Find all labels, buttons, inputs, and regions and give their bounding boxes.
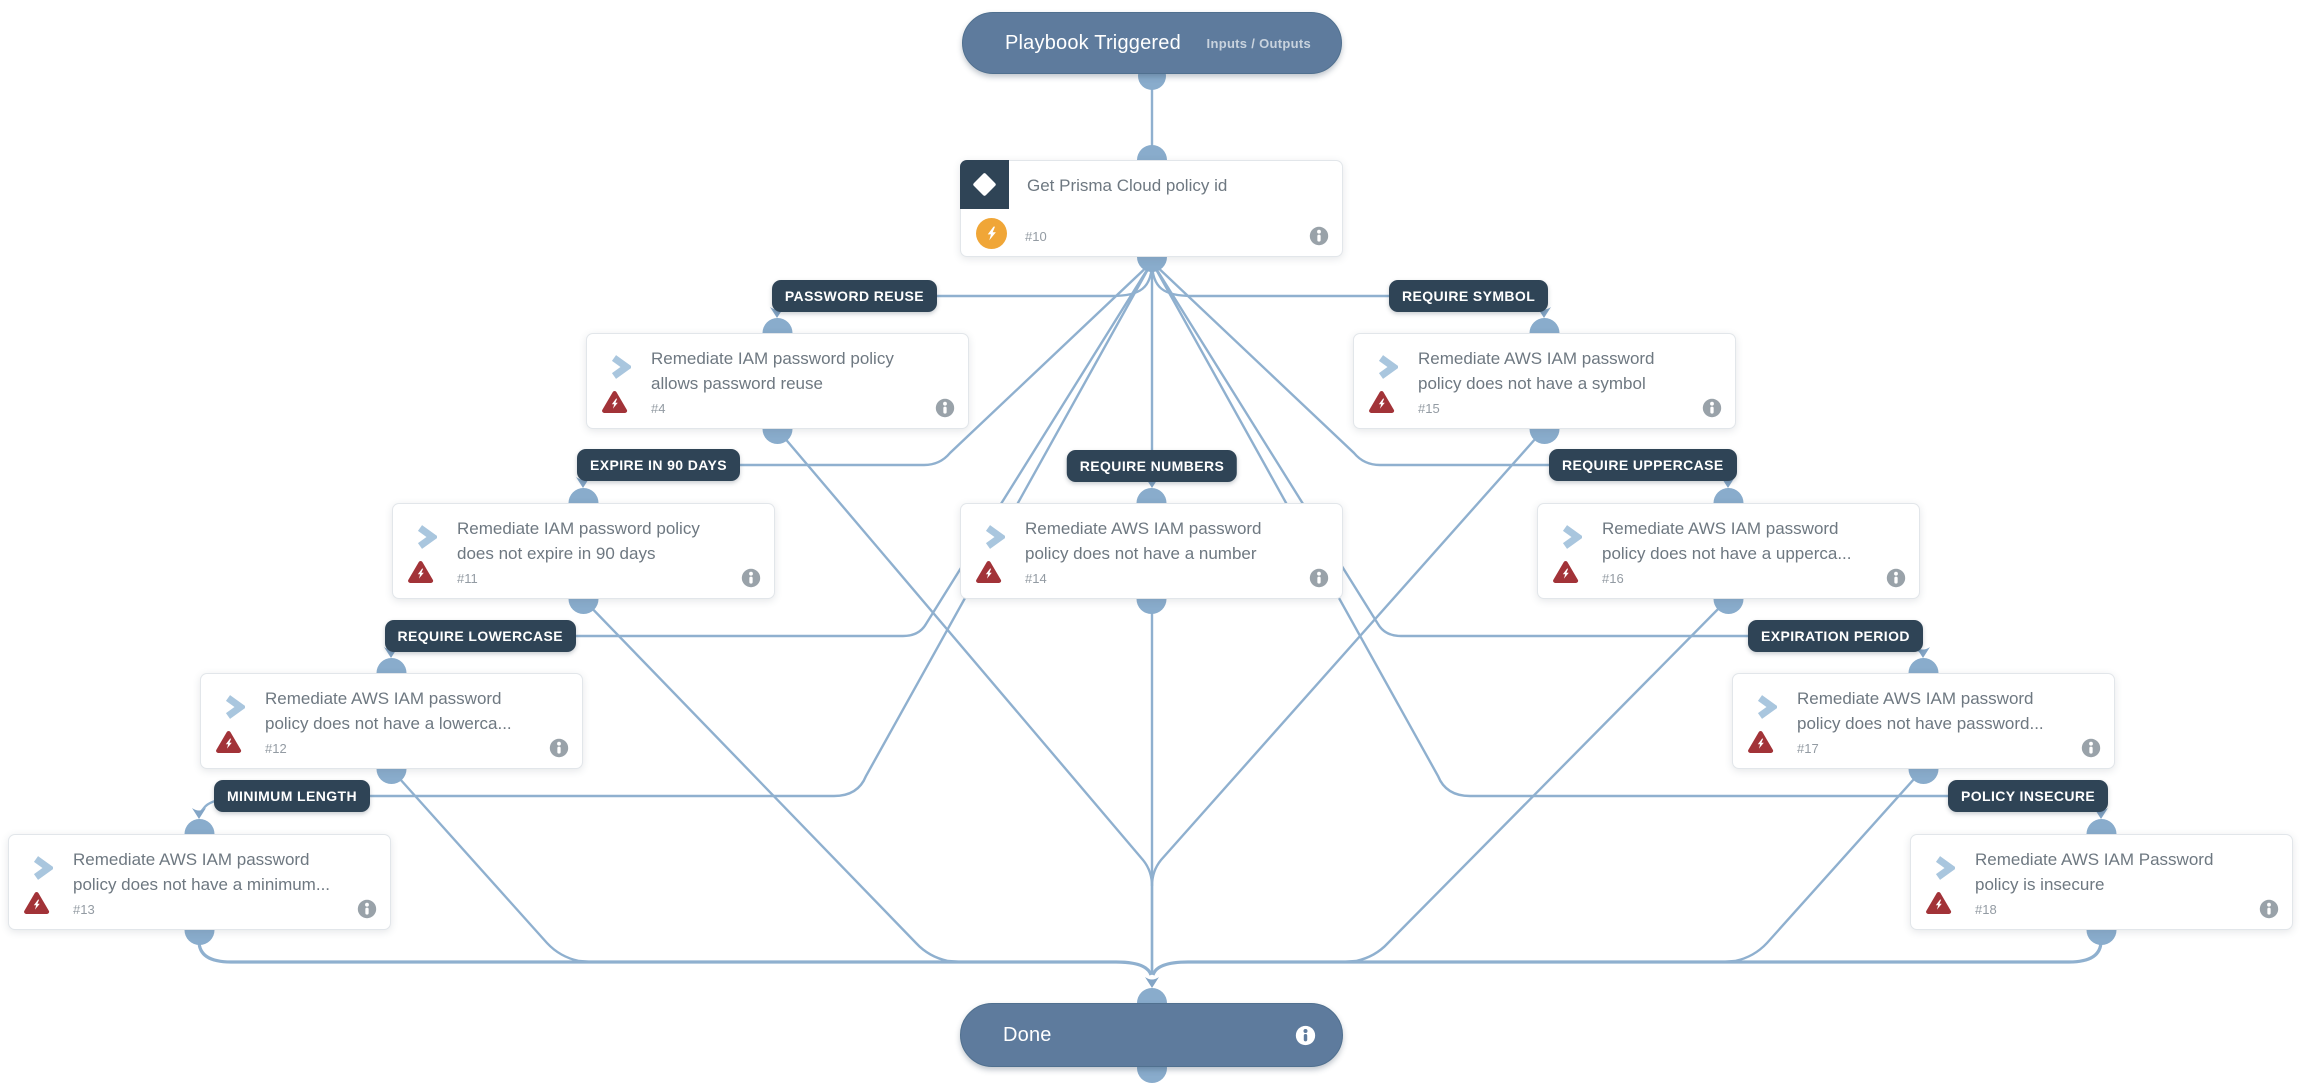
task-id: #13 bbox=[73, 902, 95, 917]
task-id: #10 bbox=[1025, 229, 1047, 244]
lightning-icon bbox=[976, 218, 1007, 249]
subplaybook-chevron-icon bbox=[417, 525, 439, 554]
error-triangle-icon bbox=[1552, 560, 1579, 590]
task-id: #4 bbox=[651, 401, 666, 416]
error-triangle-icon bbox=[1925, 891, 1952, 921]
task-id: #17 bbox=[1797, 741, 1819, 756]
task-title: Remediate AWS IAM password policy does n… bbox=[73, 850, 331, 894]
branch-label-policy-insecure[interactable]: POLICY INSECURE bbox=[1948, 780, 2109, 812]
task-node-18[interactable]: Remediate AWS IAM Password policy is ins… bbox=[1910, 834, 2293, 930]
condition-task-title: Get Prisma Cloud policy id bbox=[1027, 175, 1228, 195]
task-title: Remediate AWS IAM password policy does n… bbox=[1602, 519, 1852, 563]
error-triangle-icon bbox=[601, 390, 628, 420]
edge-line bbox=[1341, 598, 1729, 964]
task-node-10[interactable]: Get Prisma Cloud policy id #10 bbox=[960, 160, 1343, 257]
edge-arrowhead bbox=[192, 808, 206, 819]
inputs-outputs-link[interactable]: Inputs / Outputs bbox=[1206, 35, 1311, 51]
task-node-4[interactable]: Remediate IAM password policy allows pas… bbox=[586, 333, 969, 429]
edge-bus-line bbox=[1151, 930, 2103, 976]
info-icon[interactable] bbox=[2259, 899, 2279, 919]
info-icon[interactable] bbox=[1886, 568, 1906, 588]
info-icon[interactable] bbox=[935, 398, 955, 418]
edge-arrowhead bbox=[1145, 977, 1159, 988]
task-node-16[interactable]: Remediate AWS IAM password policy does n… bbox=[1537, 503, 1920, 599]
branch-label-minimum-length[interactable]: MINIMUM LENGTH bbox=[213, 780, 370, 812]
edge-bus-line bbox=[197, 930, 1153, 976]
edge-line bbox=[199, 261, 1154, 814]
task-title: Remediate AWS IAM Password policy is ins… bbox=[1975, 850, 2214, 894]
edge-line bbox=[1721, 768, 1924, 964]
error-triangle-icon bbox=[407, 560, 434, 590]
edge-line bbox=[1150, 428, 1545, 887]
task-title: Remediate AWS IAM password policy does n… bbox=[265, 689, 512, 733]
task-id: #15 bbox=[1418, 401, 1440, 416]
subplaybook-chevron-icon bbox=[1562, 525, 1584, 554]
info-icon[interactable] bbox=[1702, 398, 1722, 418]
diamond-icon bbox=[972, 172, 997, 197]
condition-badge bbox=[960, 160, 1009, 209]
subplaybook-chevron-icon bbox=[1757, 695, 1779, 724]
info-icon[interactable] bbox=[357, 899, 377, 919]
task-node-17[interactable]: Remediate AWS IAM password policy does n… bbox=[1732, 673, 2115, 769]
error-triangle-icon bbox=[975, 560, 1002, 590]
edge-line bbox=[390, 768, 593, 964]
branch-label-require-symbol[interactable]: REQUIRE SYMBOL bbox=[1389, 280, 1549, 312]
task-node-15[interactable]: Remediate AWS IAM password policy does n… bbox=[1353, 333, 1736, 429]
task-title: Remediate AWS IAM password policy does n… bbox=[1025, 519, 1262, 563]
task-id: #16 bbox=[1602, 571, 1624, 586]
subplaybook-chevron-icon bbox=[225, 695, 247, 724]
start-node-title: Playbook Triggered bbox=[1005, 31, 1181, 54]
task-node-13[interactable]: Remediate AWS IAM password policy does n… bbox=[8, 834, 391, 930]
error-triangle-icon bbox=[1747, 730, 1774, 760]
error-triangle-icon bbox=[23, 891, 50, 921]
branch-label-require-lowercase[interactable]: REQUIRE LOWERCASE bbox=[384, 620, 576, 652]
subplaybook-chevron-icon bbox=[985, 525, 1007, 554]
branch-label-expire-in-90-days[interactable]: EXPIRE IN 90 DAYS bbox=[576, 449, 740, 481]
subplaybook-chevron-icon bbox=[33, 856, 55, 885]
task-node-14[interactable]: Remediate AWS IAM password policy does n… bbox=[960, 503, 1343, 599]
info-icon[interactable] bbox=[2081, 738, 2101, 758]
task-id: #14 bbox=[1025, 571, 1047, 586]
task-node-12[interactable]: Remediate AWS IAM password policy does n… bbox=[200, 673, 583, 769]
info-icon[interactable] bbox=[1295, 1025, 1316, 1046]
subplaybook-chevron-icon bbox=[1935, 856, 1957, 885]
error-triangle-icon bbox=[1368, 390, 1395, 420]
task-title: Remediate IAM password policy does not e… bbox=[457, 519, 700, 563]
task-title: Remediate AWS IAM password policy does n… bbox=[1797, 689, 2044, 733]
branch-label-require-uppercase[interactable]: REQUIRE UPPERCASE bbox=[1549, 449, 1737, 481]
task-id: #12 bbox=[265, 741, 287, 756]
task-id: #18 bbox=[1975, 902, 1997, 917]
task-title: Remediate IAM password policy allows pas… bbox=[651, 349, 894, 393]
subplaybook-chevron-icon bbox=[611, 355, 633, 384]
subplaybook-chevron-icon bbox=[1378, 355, 1400, 384]
edge-line bbox=[582, 598, 963, 964]
task-node-11[interactable]: Remediate IAM password policy does not e… bbox=[392, 503, 775, 599]
branch-label-password-reuse[interactable]: PASSWORD REUSE bbox=[771, 280, 937, 312]
error-triangle-icon bbox=[215, 730, 242, 760]
info-icon[interactable] bbox=[1309, 568, 1329, 588]
branch-label-expiration-period[interactable]: EXPIRATION PERIOD bbox=[1748, 620, 1923, 652]
start-node[interactable]: Playbook Triggered Inputs / Outputs bbox=[962, 12, 1342, 74]
task-title: Remediate AWS IAM password policy does n… bbox=[1418, 349, 1655, 393]
done-node-title: Done bbox=[1003, 1023, 1052, 1046]
branch-label-require-numbers[interactable]: REQUIRE NUMBERS bbox=[1066, 450, 1238, 482]
done-node[interactable]: Done bbox=[960, 1003, 1343, 1067]
info-icon[interactable] bbox=[1309, 226, 1329, 246]
task-id: #11 bbox=[457, 571, 478, 586]
info-icon[interactable] bbox=[549, 738, 569, 758]
info-icon[interactable] bbox=[741, 568, 761, 588]
